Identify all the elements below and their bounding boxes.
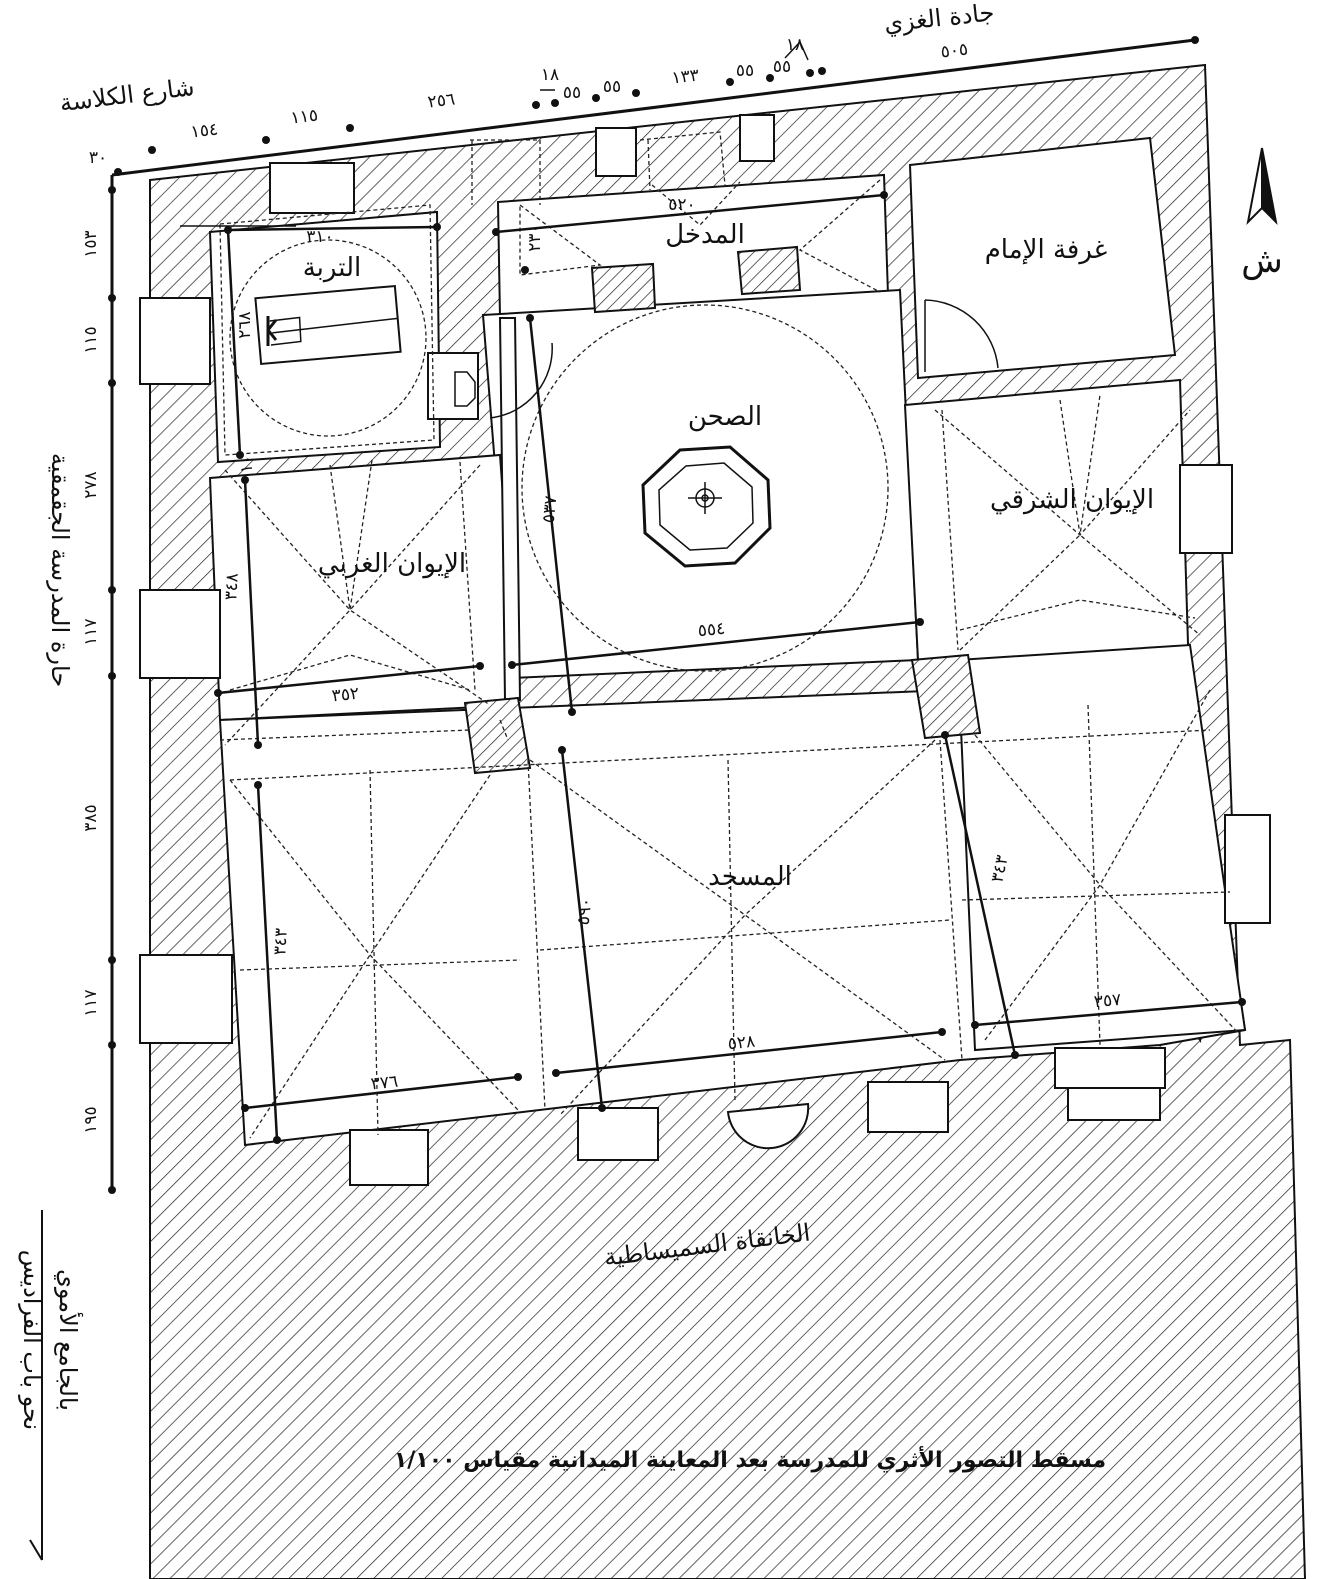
window-north-3 [739, 114, 775, 162]
courtyard-circle [521, 304, 889, 672]
window-south-2 [577, 1107, 659, 1161]
dim-left-385: ٣٨٥ [81, 804, 101, 831]
dim-top-115: ١١٥ [290, 105, 320, 128]
window-north-2 [595, 127, 637, 177]
imam-door-arc [924, 299, 999, 369]
cenotaph [254, 284, 402, 366]
north-arrow-icon [1246, 147, 1278, 225]
dim-top-30: ٣٠ [89, 148, 107, 168]
pier-entrance-2 [736, 245, 802, 296]
dim-left-153: ١٥٣ [81, 230, 101, 257]
left-dimension-line [108, 175, 116, 1194]
pier-east [910, 653, 982, 740]
dim-top-55a: ٥٥ [563, 83, 581, 103]
label-west-iwan: الإيوان الغربي [318, 549, 466, 579]
imam-room [908, 136, 1177, 380]
entrance-vault-lines [470, 131, 881, 293]
dim-top-133: ١٣٣ [671, 65, 701, 88]
dim-inner-554: ٥٥٤ [697, 619, 726, 642]
top-dimension-line [111, 36, 1199, 177]
label-kalasa: شارع الكلاسة [58, 73, 196, 117]
dim-top-55b: ٥٥ [603, 77, 621, 97]
window-south-3 [867, 1081, 949, 1133]
dim-left-117a: ١١٧ [81, 618, 101, 645]
dim-left-195: ١٩٥ [81, 1106, 101, 1133]
dim-top-55c: ٥٥ [736, 61, 754, 81]
dim-inner-310: ٣١٠ [306, 227, 333, 247]
window-south-4 [1054, 1047, 1166, 1089]
east-iwan-vault-lines [934, 394, 1201, 651]
dim-inner-10: ١٠ [237, 455, 257, 473]
label-turba: التربة [303, 253, 362, 283]
west-iwan-area [208, 453, 520, 722]
label-umayyad: بالجامع الأموي [54, 1269, 83, 1411]
dim-inner-520: ٥٢٠ [668, 195, 695, 215]
dim-top-55d: ٥٥ [773, 57, 791, 77]
caption: مسقط التصور الأثري للمدرسة بعد المعاينة … [394, 1445, 1106, 1473]
dim-left-115: ١١٥ [81, 326, 101, 353]
east-iwan-lower [956, 643, 1247, 1052]
dim-inner-343a: ٣٤٣ [270, 928, 291, 956]
pier-entrance-1 [590, 262, 657, 314]
dim-left-278: ٢٧٨ [81, 471, 101, 498]
dim-inner-590: ٥٩٠ [574, 897, 597, 926]
fountain [641, 445, 772, 568]
label-bab-faradis: نحو باب الفراديس [18, 1250, 46, 1430]
window-west-1 [139, 297, 211, 385]
dim-inner-352: ٣٥٢ [331, 684, 360, 707]
dim-inner-357: ٣٥٧ [1093, 990, 1122, 1012]
dim-inner-376: ٣٧٦ [370, 1072, 399, 1095]
dimension-dots [214, 191, 1246, 1144]
direction-arrow-icon [29, 1210, 43, 1561]
label-entrance: المدخل [665, 220, 745, 250]
turba-side-door [427, 352, 479, 420]
dim-top-505: ٥٠٥ [940, 39, 970, 62]
north-label: ش [1241, 241, 1283, 281]
label-mosque: المسجد [708, 862, 792, 892]
label-courtyard: الصحن [688, 402, 762, 432]
window-south-1 [349, 1129, 429, 1186]
dim-left-117b: ١١٧ [81, 989, 101, 1016]
dim-inner-268: ٢٦٨ [235, 311, 255, 338]
dim-top-18b: ١٨ [786, 35, 804, 55]
window-west-3 [139, 954, 233, 1044]
dim-inner-348: ٣٤٨ [221, 573, 242, 601]
mihrab [726, 1102, 810, 1150]
window-east-1 [1179, 464, 1233, 554]
pier-west [463, 696, 532, 775]
turba-door-arc [489, 342, 553, 419]
west-iwan-vault-lines [219, 459, 491, 746]
corridor-west [498, 317, 522, 701]
mosque-vault-lines [229, 689, 1241, 1139]
turba-dome-circle [229, 239, 427, 437]
window-south-5 [1067, 1087, 1161, 1121]
label-east-iwan: الإيوان الشرقي [990, 485, 1154, 515]
dim-top-154: ١٥٤ [190, 119, 220, 142]
label-ghazi: جادة الغزي [883, 0, 996, 38]
label-imam-room: غرفة الإمام [985, 235, 1108, 265]
window-north-1 [269, 162, 355, 214]
dim-inner-537: ٥٣٧ [539, 495, 562, 524]
window-west-2 [139, 589, 221, 679]
dim-inner-230: ٢٣٠ [525, 224, 545, 251]
dimension-lines [180, 193, 1243, 1141]
dim-top-18a: ١٨ [541, 65, 559, 85]
window-east-2 [1224, 814, 1271, 924]
dim-top-256: ٢٥٦ [427, 89, 457, 112]
dim-inner-528: ٥٢٨ [727, 1032, 756, 1055]
label-madrasa-jaqmaqiya: حارة المدرسة الجقمقية [46, 453, 74, 687]
